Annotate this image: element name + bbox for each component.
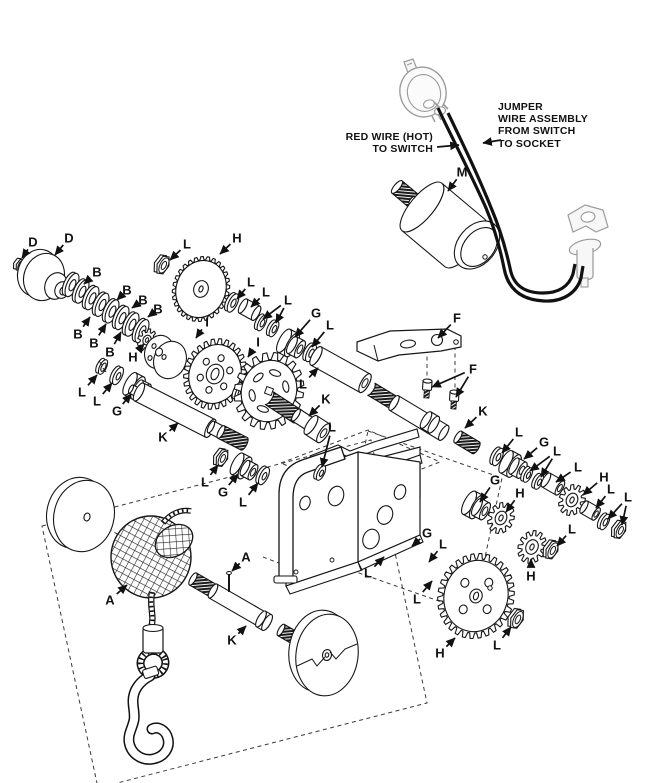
callout-H: H	[526, 569, 535, 584]
parts-illustration	[12, 58, 627, 765]
callout-H: H	[515, 486, 524, 501]
callout-F: F	[453, 311, 461, 326]
callout-L: L	[299, 377, 307, 392]
callout-G: G	[218, 485, 228, 500]
callout-F: F	[469, 362, 477, 377]
callout-L: L	[328, 420, 336, 435]
socket-plug	[399, 58, 447, 123]
callout-L: L	[201, 475, 209, 490]
callout-L: L	[239, 495, 247, 510]
callout-K: K	[321, 392, 331, 407]
cap-knob	[16, 248, 70, 302]
callout-G: G	[311, 306, 321, 321]
callout-K: K	[227, 633, 237, 648]
callout-M: M	[457, 165, 468, 180]
callout-G: G	[112, 404, 122, 419]
mounting-bracket	[356, 328, 462, 362]
callout-D: D	[28, 235, 37, 250]
callout-L: L	[93, 394, 101, 409]
callout-K: K	[478, 404, 488, 419]
callout-L: L	[413, 592, 421, 607]
callout-L: L	[574, 460, 582, 475]
callout-D: D	[64, 231, 73, 246]
callout-L: L	[247, 275, 255, 290]
gear-hub	[143, 334, 188, 380]
motor	[390, 180, 501, 270]
callout-B: B	[89, 336, 98, 351]
callout-H: H	[232, 231, 241, 246]
callout-H: H	[435, 646, 444, 661]
callout-L: L	[553, 444, 561, 459]
callout-L: L	[624, 490, 632, 505]
callout-B: B	[138, 293, 147, 308]
callout-K: K	[158, 430, 168, 445]
callout-L: L	[262, 285, 270, 300]
callout-G: G	[490, 473, 500, 488]
jumper-wires	[433, 101, 585, 303]
callout-I: I	[256, 335, 260, 350]
callout-L: L	[364, 566, 372, 581]
callout-B: B	[105, 345, 114, 360]
annotation-jumper-wire: JUMPER WIRE ASSEMBLY FROM SWITCH TO SOCK…	[498, 101, 588, 150]
ratchet-shaft-row	[12, 248, 372, 430]
callout-G: G	[422, 526, 432, 541]
right-gear-train	[437, 446, 627, 640]
callout-H: H	[599, 470, 608, 485]
callout-B: B	[153, 302, 162, 317]
callout-L: L	[439, 537, 447, 552]
callout-A: A	[241, 550, 251, 565]
callout-L: L	[284, 293, 292, 308]
callout-B: B	[122, 283, 131, 298]
callout-L: L	[607, 482, 615, 497]
intermediate-shafts	[95, 328, 481, 486]
annotation-red-wire: RED WIRE (HOT) TO SWITCH	[345, 131, 433, 156]
callout-H: H	[128, 350, 137, 365]
callout-L: L	[326, 318, 334, 333]
callout-B: B	[73, 327, 82, 342]
callout-L: L	[78, 385, 86, 400]
callout-L: L	[493, 638, 501, 653]
callout-L: L	[183, 237, 191, 252]
cable-drum-assembly	[46, 476, 359, 765]
callout-G: G	[539, 435, 549, 450]
callout-B: B	[92, 265, 101, 280]
callout-I: I	[205, 315, 209, 330]
callout-L: L	[515, 425, 523, 440]
winch-frame	[273, 428, 424, 595]
jumper-wire-assembly	[390, 58, 609, 303]
callout-A: A	[105, 593, 115, 608]
callout-L: L	[568, 522, 576, 537]
